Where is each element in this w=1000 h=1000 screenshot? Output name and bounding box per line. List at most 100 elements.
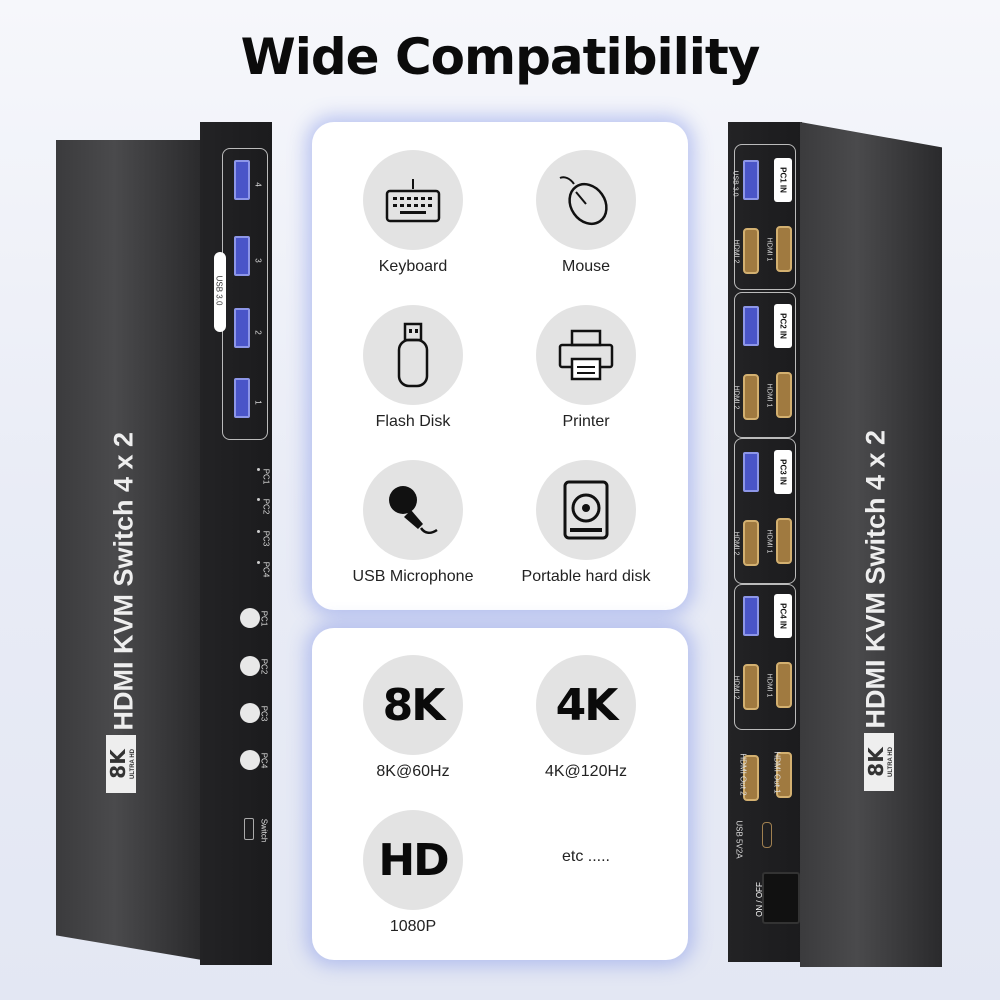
item-label: 1080P: [389, 918, 437, 935]
button-label: PC1: [259, 610, 269, 627]
port-label: 4: [253, 182, 263, 187]
hdmi-port-1[interactable]: [776, 662, 792, 708]
pc2-button[interactable]: [240, 656, 260, 676]
item-label: Portable hard disk: [521, 568, 651, 585]
etc-text: etc .....: [561, 848, 610, 865]
hdmi-1-label: HDMI 1: [765, 383, 773, 408]
hdmi-port-2[interactable]: [743, 374, 759, 420]
power-label: USB 5V2A: [734, 820, 744, 859]
item-label: Flash Disk: [375, 413, 451, 430]
resolution-hd: HD 1080P: [328, 810, 498, 936]
item-label: USB Microphone: [352, 568, 474, 585]
8k-badge: 8K ULTRA HD: [864, 733, 894, 791]
remote-switch-port[interactable]: [244, 818, 254, 840]
hdmi-port-1[interactable]: [776, 518, 792, 564]
keyboard-item: Keyboard: [328, 150, 498, 276]
item-label: 8K@60Hz: [376, 763, 450, 780]
mouse-item: Mouse: [501, 150, 671, 276]
8k-badge: 8K ULTRA HD: [106, 735, 136, 793]
usb-port-3[interactable]: [234, 236, 250, 276]
product-name: HDMI KVM Switch 4 x 2: [860, 429, 891, 729]
led-label: PC2: [261, 498, 271, 515]
pc-input-text: PC4 IN: [778, 603, 788, 629]
button-label: PC2: [259, 658, 269, 675]
pc-input-text: PC2 IN: [778, 313, 788, 339]
pc-input-text: PC1 IN: [778, 167, 788, 193]
printer-icon: [536, 305, 636, 405]
hdmi-port-1[interactable]: [776, 372, 792, 418]
badge-subtext: ULTRA HD: [888, 747, 894, 777]
hdmi-2-label: HDMI 2: [732, 385, 740, 410]
keyboard-icon: [363, 150, 463, 250]
flash-disk-item: Flash Disk: [328, 305, 498, 431]
usb-port-2[interactable]: [234, 308, 250, 348]
pc-input-text: PC3 IN: [778, 459, 788, 485]
pc4-input-group: [734, 584, 796, 730]
pc-input-label: PC3 IN: [774, 450, 792, 494]
page-title: Wide Compatibility: [240, 28, 761, 86]
led-indicator: [257, 530, 260, 533]
hd-icon: HD: [363, 810, 463, 910]
pc4-button[interactable]: [240, 750, 260, 770]
usb-port[interactable]: [743, 160, 759, 200]
power-port[interactable]: [762, 822, 772, 848]
hdmi-2-label: HDMI 2: [732, 239, 740, 264]
4k-icon: 4K: [536, 655, 636, 755]
usb-label: USB 3.0: [731, 170, 739, 197]
led-indicator: [257, 561, 260, 564]
led-indicator: [257, 468, 260, 471]
pc3-button[interactable]: [240, 703, 260, 723]
hdmi-1-label: HDMI 1: [765, 673, 773, 698]
usb-port-4[interactable]: [234, 160, 250, 200]
usb-label: USB 3.0: [214, 275, 224, 306]
power-switch[interactable]: [762, 872, 800, 924]
mouse-icon: [536, 150, 636, 250]
item-label: 4K@120Hz: [544, 763, 628, 780]
microphone-icon: [363, 460, 463, 560]
item-label: Mouse: [561, 258, 611, 275]
pc-input-label: PC1 IN: [774, 158, 792, 202]
hdmi-port-2[interactable]: [743, 520, 759, 566]
output-label: HDMI Out 2: [738, 753, 748, 796]
hdmi-port-2[interactable]: [743, 664, 759, 710]
badge-text: 8K: [864, 747, 888, 777]
usb-port[interactable]: [743, 596, 759, 636]
switch-label: Switch: [259, 818, 269, 843]
badge-text: 8K: [382, 679, 446, 731]
led-label: PC1: [261, 468, 271, 485]
hdmi-out-2-port[interactable]: [743, 755, 759, 801]
power-switch-label: ON / OFF: [754, 882, 764, 917]
pc-input-label: PC2 IN: [774, 304, 792, 348]
flash-disk-icon: [363, 305, 463, 405]
8k-icon: 8K: [363, 655, 463, 755]
hard-disk-icon: [536, 460, 636, 560]
device-top-face: [56, 140, 202, 960]
led-indicator: [257, 498, 260, 501]
pc1-button[interactable]: [240, 608, 260, 628]
resolution-card: 8K 8K@60Hz 4K 4K@120Hz HD 1080P etc ....…: [312, 628, 688, 960]
pc-input-label: PC4 IN: [774, 594, 792, 638]
peripherals-card: Keyboard Mouse Flash Disk Printer USB Mi…: [312, 122, 688, 610]
hdmi-port-2[interactable]: [743, 228, 759, 274]
item-label: Printer: [562, 413, 610, 430]
resolution-4k: 4K 4K@120Hz: [501, 655, 671, 781]
hdmi-port-1[interactable]: [776, 226, 792, 272]
led-label: PC4: [261, 561, 271, 578]
microphone-item: USB Microphone: [328, 460, 498, 586]
usb-label-tag: USB 3.0: [214, 252, 226, 332]
pc3-input-group: [734, 438, 796, 584]
product-name: HDMI KVM Switch 4 x 2: [108, 431, 139, 731]
usb-port[interactable]: [743, 452, 759, 492]
hdmi-2-label: HDMI 2: [732, 531, 740, 556]
port-label: 3: [253, 258, 263, 263]
badge-text: 4K: [555, 679, 619, 731]
hdmi-out-1-port[interactable]: [776, 752, 792, 798]
port-label: 2: [253, 330, 263, 335]
pc1-input-group: [734, 144, 796, 290]
output-label: HDMI Out 1: [772, 751, 782, 794]
usb-port[interactable]: [743, 306, 759, 346]
led-label: PC3: [261, 530, 271, 547]
usb-port-1[interactable]: [234, 378, 250, 418]
button-label: PC3: [259, 705, 269, 722]
port-label: 1: [253, 400, 263, 405]
